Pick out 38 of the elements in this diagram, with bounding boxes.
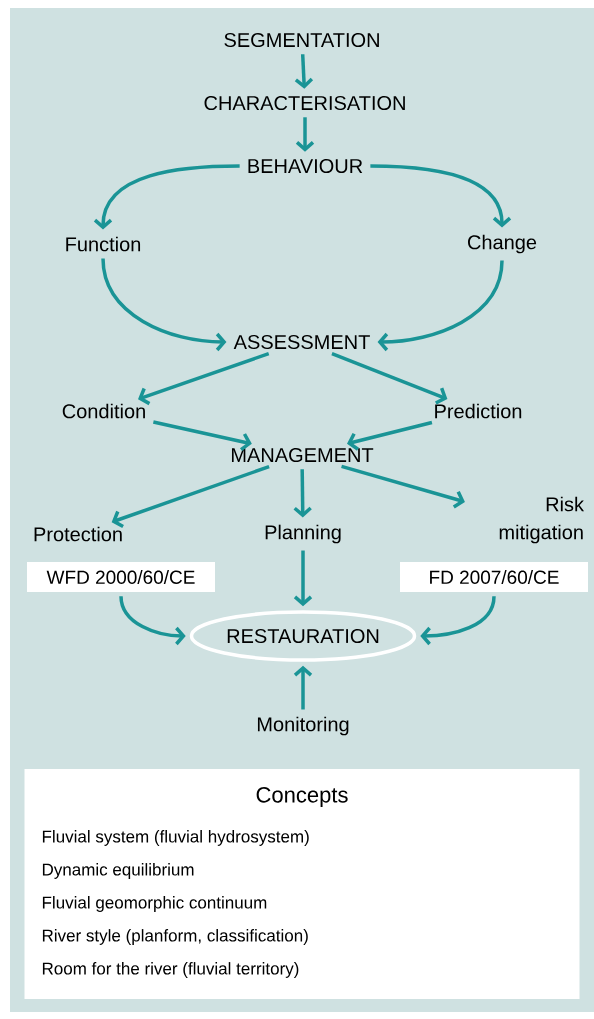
arrow xyxy=(377,260,504,352)
step-label: Prediction xyxy=(435,403,522,419)
step-label: Protection xyxy=(34,526,122,542)
step-label: Condition xyxy=(62,403,145,419)
step-label: BEHAVIOUR xyxy=(248,158,363,174)
panel-heading: Concepts xyxy=(256,787,348,807)
concept-item: Room for the river (fluvial territory) xyxy=(42,962,299,978)
concept-item: River style (planform, classification) xyxy=(42,929,308,945)
step-label: Monitoring xyxy=(257,716,349,736)
step-label: Function xyxy=(66,236,141,252)
arrow xyxy=(93,164,240,230)
arrow xyxy=(119,596,186,646)
arrow xyxy=(152,420,252,452)
arrow xyxy=(138,351,270,406)
arrow xyxy=(111,464,270,529)
step-label: SEGMENTATION xyxy=(224,32,379,48)
arrow xyxy=(101,258,227,352)
arrow xyxy=(293,469,312,518)
concept-item: Dynamic equilibrium xyxy=(42,863,194,879)
arrow xyxy=(293,550,313,607)
step-label: Planning xyxy=(265,524,341,544)
step-label: ASSESSMENT xyxy=(233,334,370,350)
arrow xyxy=(420,596,496,646)
arrow xyxy=(347,420,433,451)
arrow xyxy=(331,352,448,405)
arrow xyxy=(294,54,314,89)
concept-item: Fluvial geomorphic continuum xyxy=(42,896,267,912)
arrow xyxy=(293,665,313,710)
step-label: CHARACTERISATION xyxy=(204,95,405,111)
step-label: MANAGEMENT xyxy=(232,447,374,463)
arrow xyxy=(370,164,512,228)
arrow xyxy=(295,117,315,152)
arrow xyxy=(341,464,465,509)
step-label: Change xyxy=(468,234,537,254)
directive-box: WFD 2000/60/CE xyxy=(27,562,215,592)
concept-item: Fluvial system (fluvial hydrosystem) xyxy=(42,830,309,846)
directive-box: FD 2007/60/CE xyxy=(400,562,588,592)
step-label: Risk mitigation xyxy=(499,496,584,544)
